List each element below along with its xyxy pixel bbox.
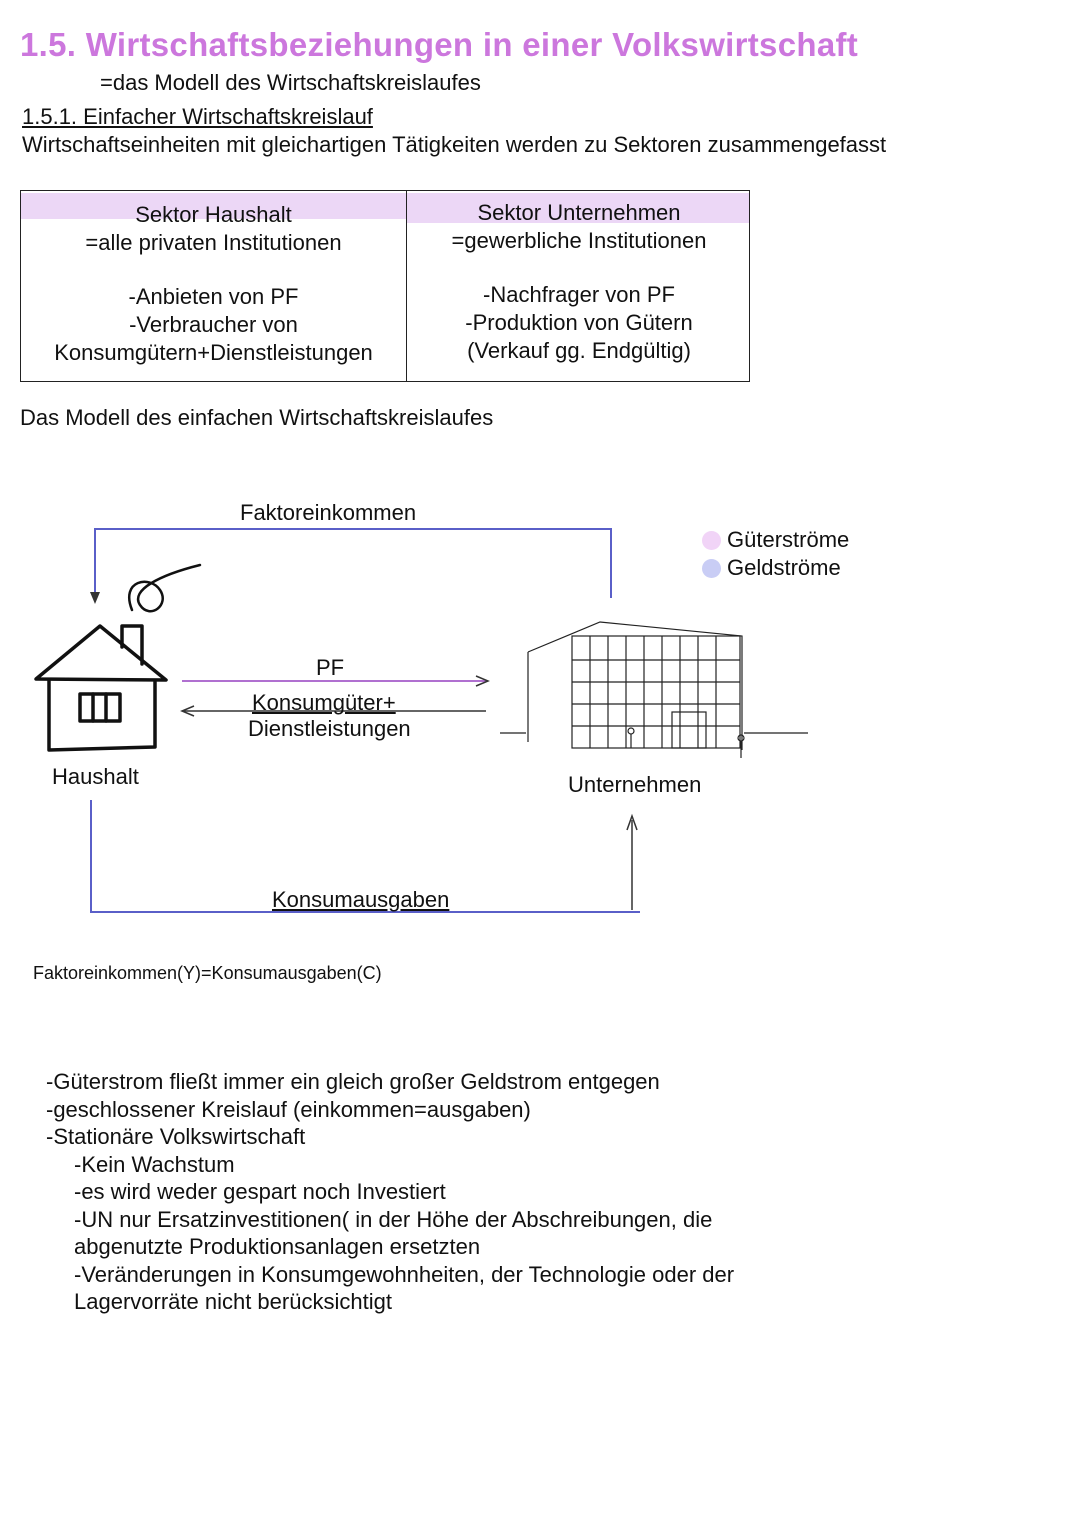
sector-company-line: -Nachfrager von PF — [483, 282, 675, 307]
sector-company-heading: Sektor Unternehmen — [477, 200, 681, 225]
key-point: -Stationäre Volkswirtschaft — [46, 1124, 306, 1149]
consumer-spending-label: Konsumausgaben — [272, 887, 450, 912]
sector-company-line: (Verkauf gg. Endgültig) — [467, 338, 691, 363]
services-label: Dienstleistungen — [248, 716, 411, 741]
company-label: Unternehmen — [568, 772, 702, 797]
key-point: -Veränderungen in Konsumgewohnheiten, de… — [74, 1261, 735, 1287]
sector-household-line: Konsumgütern+Dienstleistungen — [54, 340, 373, 365]
table-divider — [406, 191, 407, 381]
legend-item-goods: Güterströme — [702, 526, 849, 554]
legend-goods-swatch — [702, 530, 721, 550]
legend-money-swatch — [702, 558, 721, 578]
sector-table: Sektor Haushalt =alle privaten Instituti… — [20, 190, 750, 382]
key-point: abgenutzte Produktionsanlagen ersetzten — [74, 1234, 481, 1259]
sector-company-cell: Sektor Unternehmen =gewerbliche Institut… — [408, 199, 750, 365]
sector-household-cell: Sektor Haushalt =alle privaten Instituti… — [21, 201, 406, 367]
page-subtitle: =das Modell des Wirtschaftskreislaufes — [100, 70, 481, 95]
consumer-spending-arrowhead — [626, 813, 638, 831]
legend: Güterströme Geldströme — [702, 526, 849, 582]
legend-money-label: Geldströme — [727, 555, 841, 580]
legend-goods-label: Güterströme — [727, 527, 850, 552]
consumer-goods-label: Konsumgüter+ — [252, 690, 396, 715]
key-point: -UN nur Ersatzinvestitionen( in der Höhe… — [74, 1206, 713, 1232]
household-label: Haushalt — [52, 764, 139, 789]
key-point: Lagervorräte nicht berücksichtigt — [74, 1289, 392, 1314]
model-title: Das Modell des einfachen Wirtschaftskrei… — [20, 405, 494, 430]
key-point: -Güterstrom fließt immer ein gleich groß… — [46, 1069, 660, 1094]
production-factors-label: PF — [316, 655, 345, 680]
key-point: -es wird weder gespart noch Investiert — [74, 1179, 446, 1204]
factor-income-flow-line — [94, 528, 612, 600]
factor-income-label: Faktoreinkommen — [240, 500, 417, 525]
key-point: -Kein Wachstum — [74, 1151, 235, 1177]
header-highlight-right — [407, 193, 749, 223]
office-building-icon — [500, 621, 808, 758]
key-points-list: -Güterstrom fließt immer ein gleich groß… — [46, 1068, 734, 1316]
page-title: 1.5. Wirtschaftsbeziehungen in einer Vol… — [20, 26, 859, 63]
intro-text: Wirtschaftseinheiten mit gleichartigen T… — [22, 132, 887, 157]
pf-arrowhead — [475, 675, 490, 687]
section-heading: 1.5.1. Einfacher Wirtschaftskreislauf — [22, 104, 373, 129]
header-highlight-left — [21, 193, 406, 219]
sector-household-heading: Sektor Haushalt — [135, 202, 292, 227]
formula: Faktoreinkommen(Y)=Konsumausgaben(C) — [33, 963, 382, 983]
sector-company-definition: =gewerbliche Institutionen — [451, 228, 707, 253]
house-icon — [34, 563, 202, 752]
sector-household-definition: =alle privaten Institutionen — [85, 230, 342, 255]
legend-item-money: Geldströme — [702, 554, 849, 582]
consumer-goods-arrowhead — [180, 705, 195, 717]
factor-income-arrowhead — [90, 592, 100, 604]
sector-household-line: -Verbraucher von — [129, 312, 298, 337]
sector-company-line: -Produktion von Gütern — [465, 310, 693, 335]
key-point: -geschlossener Kreislauf (einkommen=ausg… — [46, 1096, 531, 1122]
sector-household-line: -Anbieten von PF — [128, 284, 299, 309]
